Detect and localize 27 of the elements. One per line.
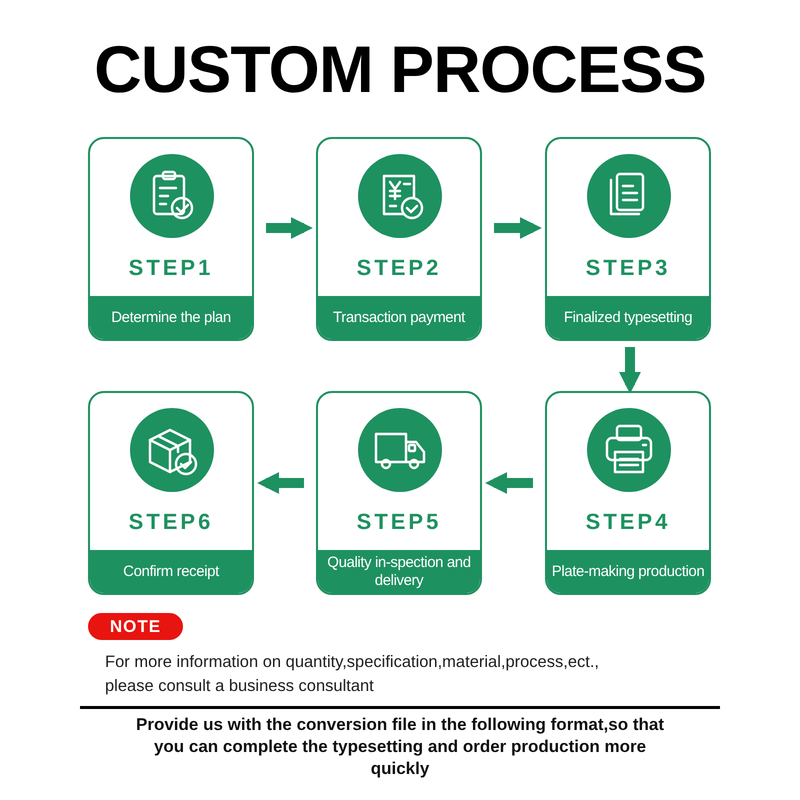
step-number: STEP5 xyxy=(356,509,442,535)
step-title-band: Confirm receipt xyxy=(90,550,252,593)
step-number: STEP6 xyxy=(128,509,214,535)
step-card xyxy=(316,391,482,595)
step-title-band: Plate-making production xyxy=(547,550,709,593)
title: CUSTOM PROCESS xyxy=(93,31,707,108)
step-card xyxy=(88,137,254,341)
step-card xyxy=(545,391,711,595)
arrow xyxy=(257,472,304,494)
step-card xyxy=(545,137,711,341)
note-text: For more information on quantity,specification,material,process,ect., please consult a business consultant xyxy=(105,652,600,697)
step-title-band: Quality in-spection and delivery xyxy=(318,550,480,593)
step-card xyxy=(316,137,482,341)
step-card xyxy=(88,391,254,595)
step-title-band: Determine the plan xyxy=(90,296,252,339)
arrow xyxy=(494,217,542,239)
step-number: STEP1 xyxy=(128,255,214,281)
arrow xyxy=(485,472,533,494)
step-title-band: Finalized typesetting xyxy=(547,296,709,339)
step-title-band: Transaction payment xyxy=(318,296,480,339)
arrow xyxy=(266,217,313,239)
step-number: STEP2 xyxy=(356,255,442,281)
step-number: STEP3 xyxy=(586,255,670,281)
step-number: STEP4 xyxy=(586,509,670,535)
instruction-text: Provide us with the conversion file in the following format,so that you can complete the typesetting and order production more quickly xyxy=(135,714,665,780)
note-tag: NOTE xyxy=(88,613,183,640)
arrow xyxy=(619,347,641,394)
